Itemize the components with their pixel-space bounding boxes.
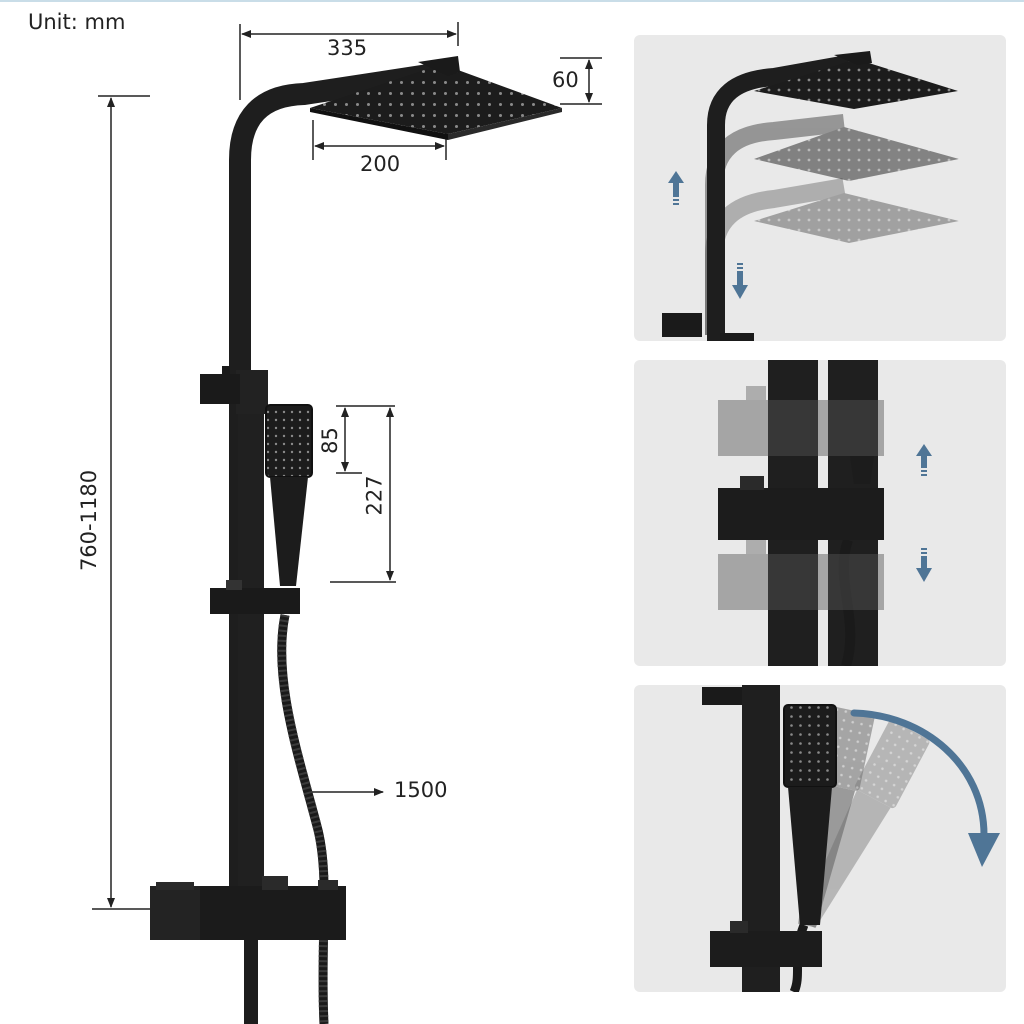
dimension-handset-length-wrap: 227 <box>350 475 400 515</box>
arrow-up-icon <box>668 171 684 205</box>
arrow-down-icon <box>916 548 932 582</box>
handset-rotate-illustration <box>702 685 1000 992</box>
panel-slider-adjust <box>634 360 1006 666</box>
hand-shower <box>266 405 312 477</box>
dimension-head-thickness: 60 <box>552 68 579 92</box>
panel-handset-rotate <box>634 685 1006 992</box>
height-adjust-illustration <box>662 51 959 341</box>
arrow-up-icon <box>916 444 932 476</box>
dimension-hose-length: 1500 <box>394 778 448 802</box>
dimension-head-reach: 335 <box>327 36 368 60</box>
arrow-down-icon <box>732 263 748 299</box>
shower-fixture <box>150 56 562 1024</box>
curved-arrow-icon <box>850 709 1000 867</box>
top-border <box>0 0 1024 2</box>
slider-adjust-illustration <box>718 360 932 666</box>
dimension-lines <box>92 22 602 910</box>
unit-label: Unit: mm <box>28 10 126 34</box>
dimension-height-wrap: 760-1180 <box>40 469 140 570</box>
panel-height-adjust <box>634 35 1006 341</box>
rain-shower-head <box>310 62 562 134</box>
dimension-handset-head-wrap: 85 <box>310 425 350 455</box>
dimension-height-range: 760-1180 <box>77 469 102 571</box>
dimension-handset-head: 85 <box>317 426 342 454</box>
dimension-handset-length: 227 <box>362 474 387 516</box>
dimension-head-size: 200 <box>360 152 401 176</box>
